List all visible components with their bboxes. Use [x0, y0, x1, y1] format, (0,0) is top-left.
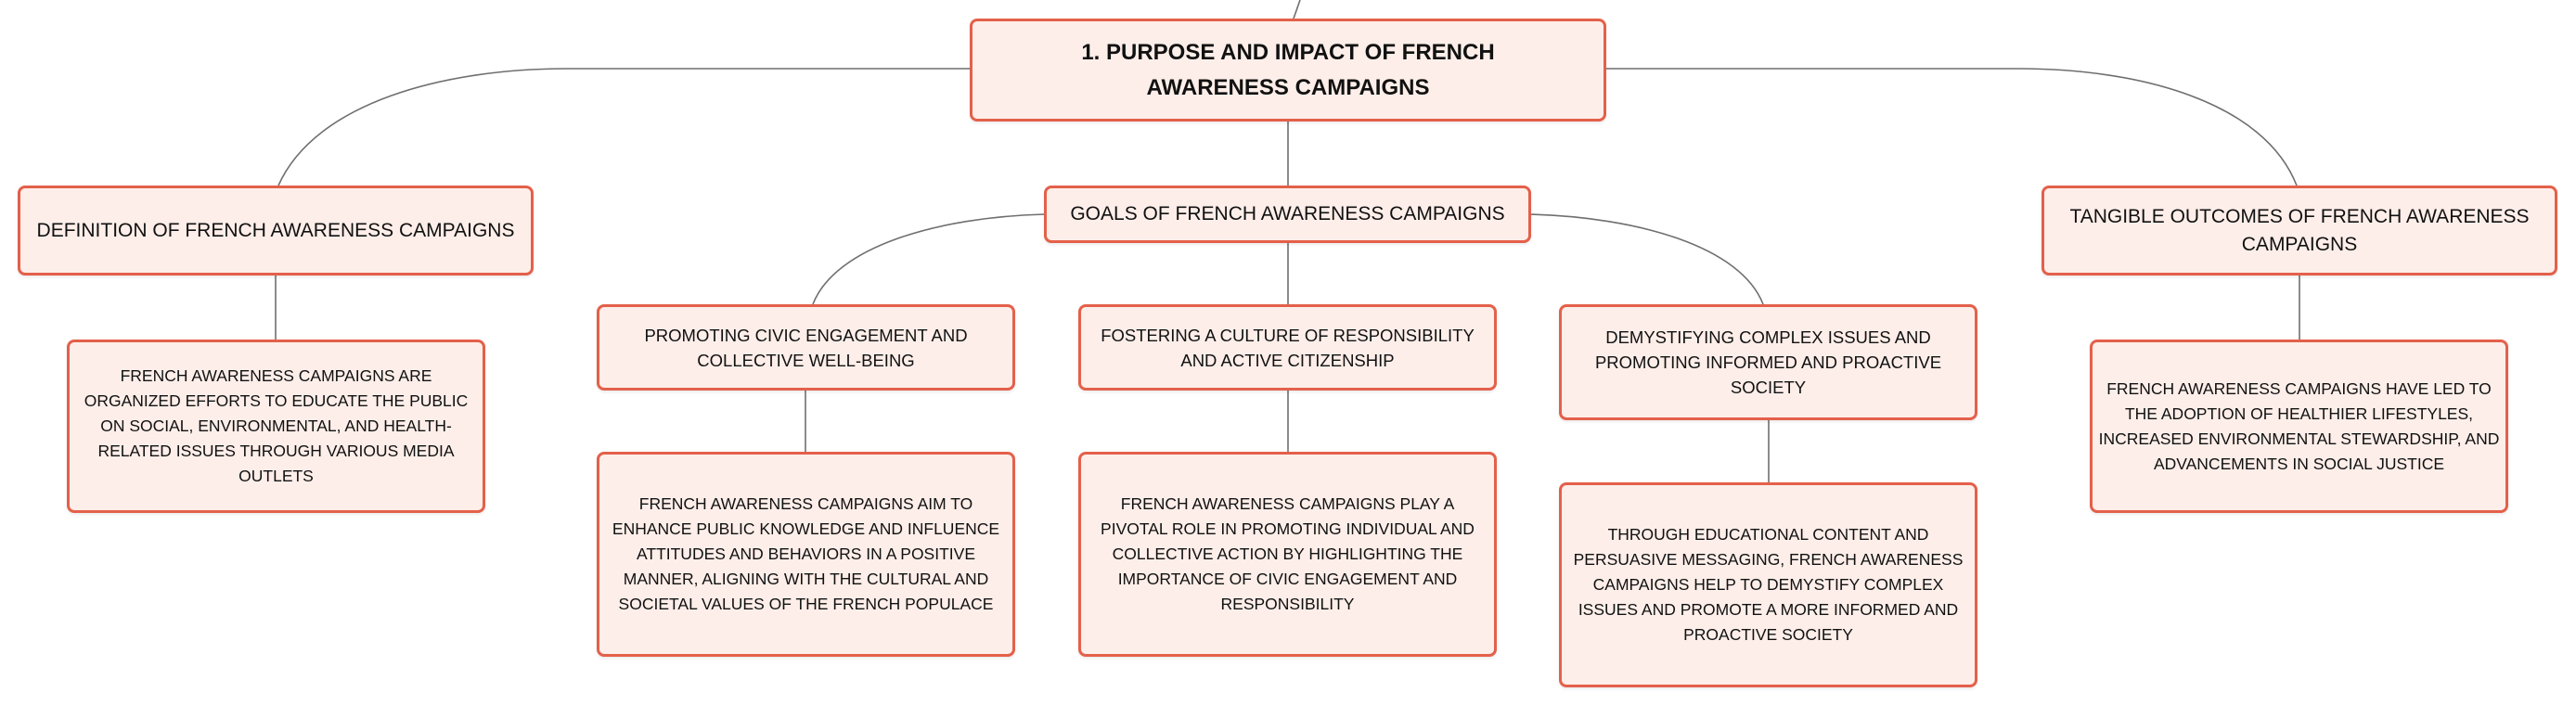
goals-topic-label: GOALS OF FRENCH AWARENESS CAMPAIGNS [1070, 203, 1505, 224]
goals-topic-node[interactable]: GOALS OF FRENCH AWARENESS CAMPAIGNS [1044, 186, 1531, 243]
goal-responsibility-detail-node[interactable]: FRENCH AWARENESS CAMPAIGNS PLAY A PIVOTA… [1078, 452, 1497, 657]
definition-topic-node[interactable]: DEFINITION OF FRENCH AWARENESS CAMPAIGNS [18, 186, 534, 276]
connector-to-parent [1293, 0, 1301, 19]
goal-responsibility-node[interactable]: FOSTERING A CULTURE OF RESPONSIBILITY AN… [1078, 304, 1497, 391]
definition-topic-label: DEFINITION OF FRENCH AWARENESS CAMPAIGNS [36, 219, 515, 241]
outcomes-topic-label: TANGIBLE OUTCOMES OF FRENCH AWARENESS CA… [2069, 205, 2530, 255]
goal-civic-engagement-detail-node[interactable]: FRENCH AWARENESS CAMPAIGNS AIM TO ENHANC… [597, 452, 1015, 657]
goal-responsibility-detail-text: FRENCH AWARENESS CAMPAIGNS PLAY A PIVOTA… [1101, 494, 1475, 613]
goal-demystify-detail-node[interactable]: THROUGH EDUCATIONAL CONTENT AND PERSUASI… [1559, 482, 1977, 687]
outcomes-detail-node[interactable]: FRENCH AWARENESS CAMPAIGNS HAVE LED TO T… [2090, 340, 2508, 513]
goal-demystify-node[interactable]: DEMYSTIFYING COMPLEX ISSUES AND PROMOTIN… [1559, 304, 1977, 420]
connector-root-definition [277, 68, 971, 186]
root-topic-node[interactable]: 1. PURPOSE AND IMPACT OF FRENCH AWARENES… [970, 19, 1606, 122]
goal-demystify-label: DEMYSTIFYING COMPLEX ISSUES AND PROMOTIN… [1594, 327, 1942, 397]
goal-responsibility-label: FOSTERING A CULTURE OF RESPONSIBILITY AN… [1101, 325, 1475, 370]
connector-goals-demystify [1527, 213, 1764, 305]
goal-civic-engagement-label: PROMOTING CIVIC ENGAGEMENT AND COLLECTIV… [644, 325, 968, 370]
outcomes-topic-node[interactable]: TANGIBLE OUTCOMES OF FRENCH AWARENESS CA… [2041, 186, 2557, 276]
definition-detail-node[interactable]: FRENCH AWARENESS CAMPAIGNS ARE ORGANIZED… [67, 340, 485, 513]
connector-goals-civic [812, 213, 1046, 305]
goal-civic-engagement-node[interactable]: PROMOTING CIVIC ENGAGEMENT AND COLLECTIV… [597, 304, 1015, 391]
goal-demystify-detail-text: THROUGH EDUCATIONAL CONTENT AND PERSUASI… [1573, 525, 1964, 644]
root-topic-label: 1. PURPOSE AND IMPACT OF FRENCH AWARENES… [1081, 39, 1495, 100]
connector-root-outcomes [1605, 68, 2298, 186]
outcomes-detail-text: FRENCH AWARENESS CAMPAIGNS HAVE LED TO T… [2098, 378, 2500, 473]
definition-detail-text: FRENCH AWARENESS CAMPAIGNS ARE ORGANIZED… [84, 366, 469, 485]
goal-civic-engagement-detail-text: FRENCH AWARENESS CAMPAIGNS AIM TO ENHANC… [612, 494, 1000, 613]
